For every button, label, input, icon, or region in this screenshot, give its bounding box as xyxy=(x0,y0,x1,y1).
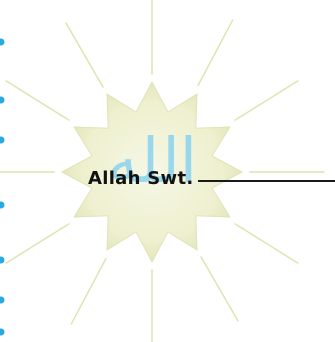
ray-line xyxy=(6,224,69,263)
edge-dot xyxy=(0,137,5,144)
ray-line xyxy=(201,257,238,321)
edge-dot xyxy=(0,257,5,264)
ray-line xyxy=(66,23,103,87)
edge-dot xyxy=(0,202,5,209)
pointer-line xyxy=(198,180,335,182)
ray-line xyxy=(6,81,69,120)
ray-line xyxy=(71,259,106,324)
edge-dot xyxy=(0,39,5,46)
center-label: Allah Swt. xyxy=(88,164,184,194)
ray-line xyxy=(235,224,298,263)
edge-dot xyxy=(0,97,5,104)
ray-line xyxy=(198,20,233,85)
ray-line xyxy=(235,81,298,120)
edge-dot xyxy=(0,329,5,336)
edge-dot xyxy=(0,297,5,304)
left-edge-dots xyxy=(0,39,5,336)
